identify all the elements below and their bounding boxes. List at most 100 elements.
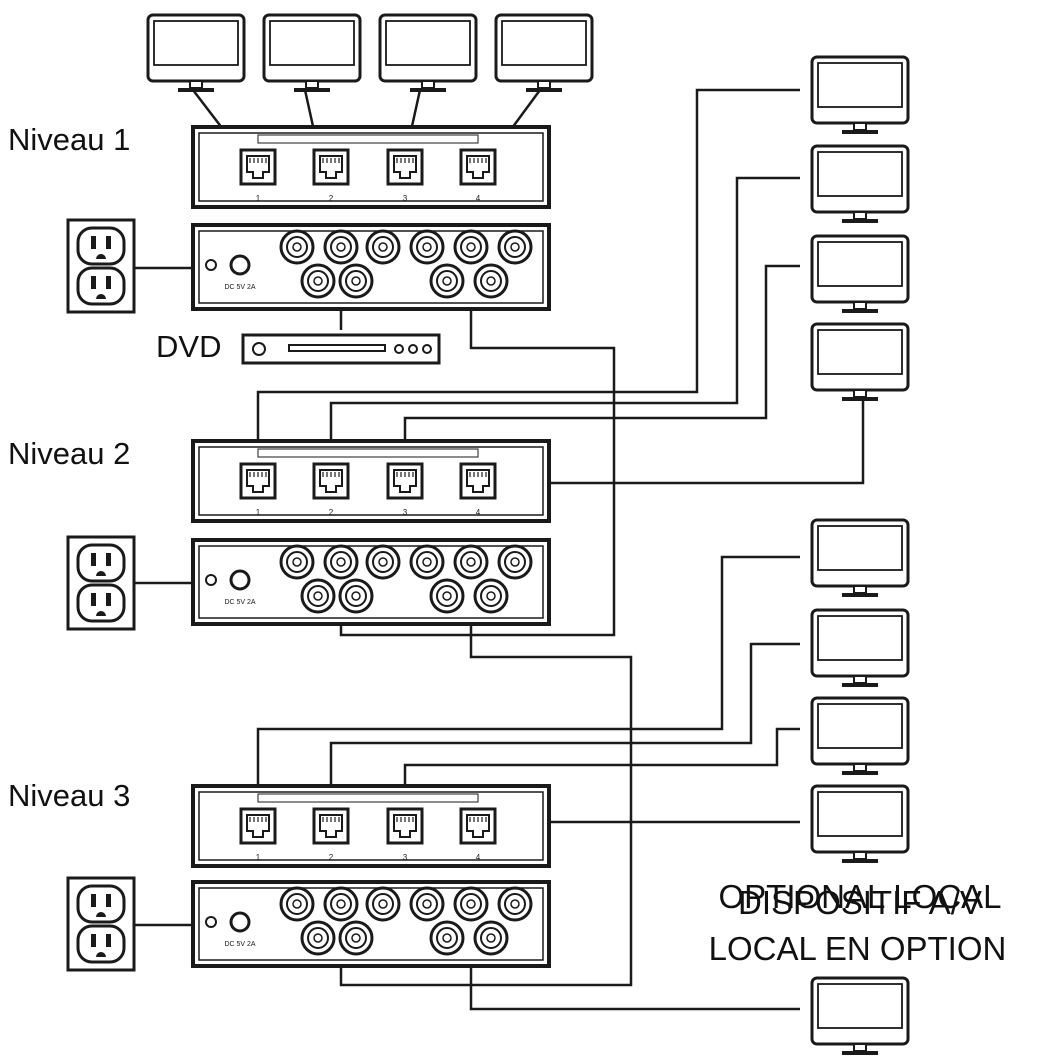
- cable-line: [256, 88, 800, 460]
- monitor-icon: [810, 608, 910, 687]
- power-led-icon: [205, 916, 217, 928]
- bnc-connector-icon: [473, 578, 509, 614]
- rj45-port-icon: [459, 462, 497, 500]
- bnc-connector-icon: [338, 578, 374, 614]
- bnc-connector-icon: [429, 263, 465, 299]
- monitor-icon: [494, 13, 594, 92]
- bnc-connector-icon: [323, 229, 359, 265]
- port-number: 3: [403, 194, 408, 203]
- optional-local-english: OPTIONAL LOCAL: [718, 878, 1002, 915]
- cable-line: [339, 290, 616, 637]
- bnc-connector-icon: [409, 544, 445, 580]
- rj45-port-icon: [312, 807, 350, 845]
- rj45-port-icon: [386, 148, 424, 186]
- rj45-port-icon: [386, 807, 424, 845]
- bnc-connector-icon: [409, 886, 445, 922]
- port-number: 4: [476, 508, 481, 517]
- bnc-connector-icon: [365, 544, 401, 580]
- devices: DC 5V 2A DC 5V 2A DC 5V 2A: [66, 13, 910, 1055]
- level-1-label: Niveau 1: [8, 122, 131, 157]
- power-label: DC 5V 2A: [224, 284, 255, 291]
- port-number: 1: [256, 194, 261, 203]
- bnc-connector-icon: [279, 229, 315, 265]
- bnc-connector-icon: [453, 229, 489, 265]
- rj45-port-icon: [239, 148, 277, 186]
- rj45-port-icon: [312, 148, 350, 186]
- bnc-connector-icon: [300, 578, 336, 614]
- rj45-port-icon: [386, 462, 424, 500]
- dvd-player-icon: [241, 333, 441, 365]
- bnc-connector-icon: [279, 886, 315, 922]
- cable-line: [329, 642, 800, 806]
- level-2-label: Niveau 2: [8, 436, 131, 471]
- bnc-connector-icon: [453, 544, 489, 580]
- port-number: 1: [256, 853, 261, 862]
- rj45-port-icon: [459, 148, 497, 186]
- port-number: 3: [403, 508, 408, 517]
- rj45-port-icon: [239, 462, 277, 500]
- bnc-connector-icon: [453, 886, 489, 922]
- monitor-icon: [810, 144, 910, 223]
- cable-line: [329, 176, 800, 460]
- wall-outlet-icon: [66, 535, 136, 631]
- cable-lines: [135, 88, 865, 1011]
- power-led-icon: [205, 574, 217, 586]
- wall-outlet-icon: [66, 218, 136, 314]
- bnc-connector-icon: [429, 920, 465, 956]
- bnc-connector-icon: [497, 886, 533, 922]
- monitor-icon: [810, 322, 910, 401]
- port-number: 1: [256, 508, 261, 517]
- rj45-port-icon: [239, 807, 277, 845]
- bnc-connector-icon: [409, 229, 445, 265]
- port-number: 4: [476, 194, 481, 203]
- optional-local-french-1: DISPOSITIF A/V: [738, 884, 982, 921]
- monitor-icon: [810, 784, 910, 863]
- monitor-icon: [262, 13, 362, 92]
- bnc-connector-icon: [473, 920, 509, 956]
- bnc-connector-icon: [300, 263, 336, 299]
- bnc-connector-icon: [338, 263, 374, 299]
- port-number: 2: [329, 853, 334, 862]
- monitor-icon: [810, 518, 910, 597]
- port-numbers: 1 2 3 4 1 2 3 4 1 2 3 4: [256, 194, 481, 862]
- optional-local-french-2: LOCAL EN OPTION: [708, 930, 1007, 967]
- bnc-connector-icon: [279, 544, 315, 580]
- bnc-connector-icon: [323, 544, 359, 580]
- monitor-icon: [146, 13, 246, 92]
- dc-power-jack-icon: [229, 569, 251, 591]
- cable-line: [403, 727, 800, 806]
- bnc-connector-icon: [300, 920, 336, 956]
- wall-outlet-icon: [66, 876, 136, 972]
- monitor-icon: [810, 234, 910, 313]
- bnc-connector-icon: [323, 886, 359, 922]
- monitor-icon: [810, 696, 910, 775]
- cable-line: [469, 966, 800, 1011]
- power-label: DC 5V 2A: [224, 941, 255, 948]
- bnc-connector-icon: [497, 544, 533, 580]
- dc-power-jack-icon: [229, 911, 251, 933]
- bnc-connector-icon: [365, 886, 401, 922]
- cable-line: [497, 388, 865, 485]
- dvd-label: DVD: [156, 329, 222, 364]
- cable-line: [256, 555, 800, 806]
- port-number: 3: [403, 853, 408, 862]
- monitor-icon: [810, 976, 910, 1055]
- port-number: 4: [476, 853, 481, 862]
- monitor-icon: [378, 13, 478, 92]
- dc-power-jack-icon: [229, 254, 251, 276]
- power-label: DC 5V 2A: [224, 599, 255, 606]
- bnc-connector-icon: [365, 229, 401, 265]
- power-led-icon: [205, 259, 217, 271]
- port-number: 2: [329, 508, 334, 517]
- port-number: 2: [329, 194, 334, 203]
- rj45-port-icon: [312, 462, 350, 500]
- rj45-port-icon: [459, 807, 497, 845]
- monitor-icon: [810, 55, 910, 134]
- level-3-label: Niveau 3: [8, 778, 131, 813]
- cable-line: [403, 264, 800, 460]
- bnc-connector-icon: [429, 578, 465, 614]
- bnc-connector-icon: [338, 920, 374, 956]
- bnc-connector-icon: [497, 229, 533, 265]
- bnc-connector-icon: [473, 263, 509, 299]
